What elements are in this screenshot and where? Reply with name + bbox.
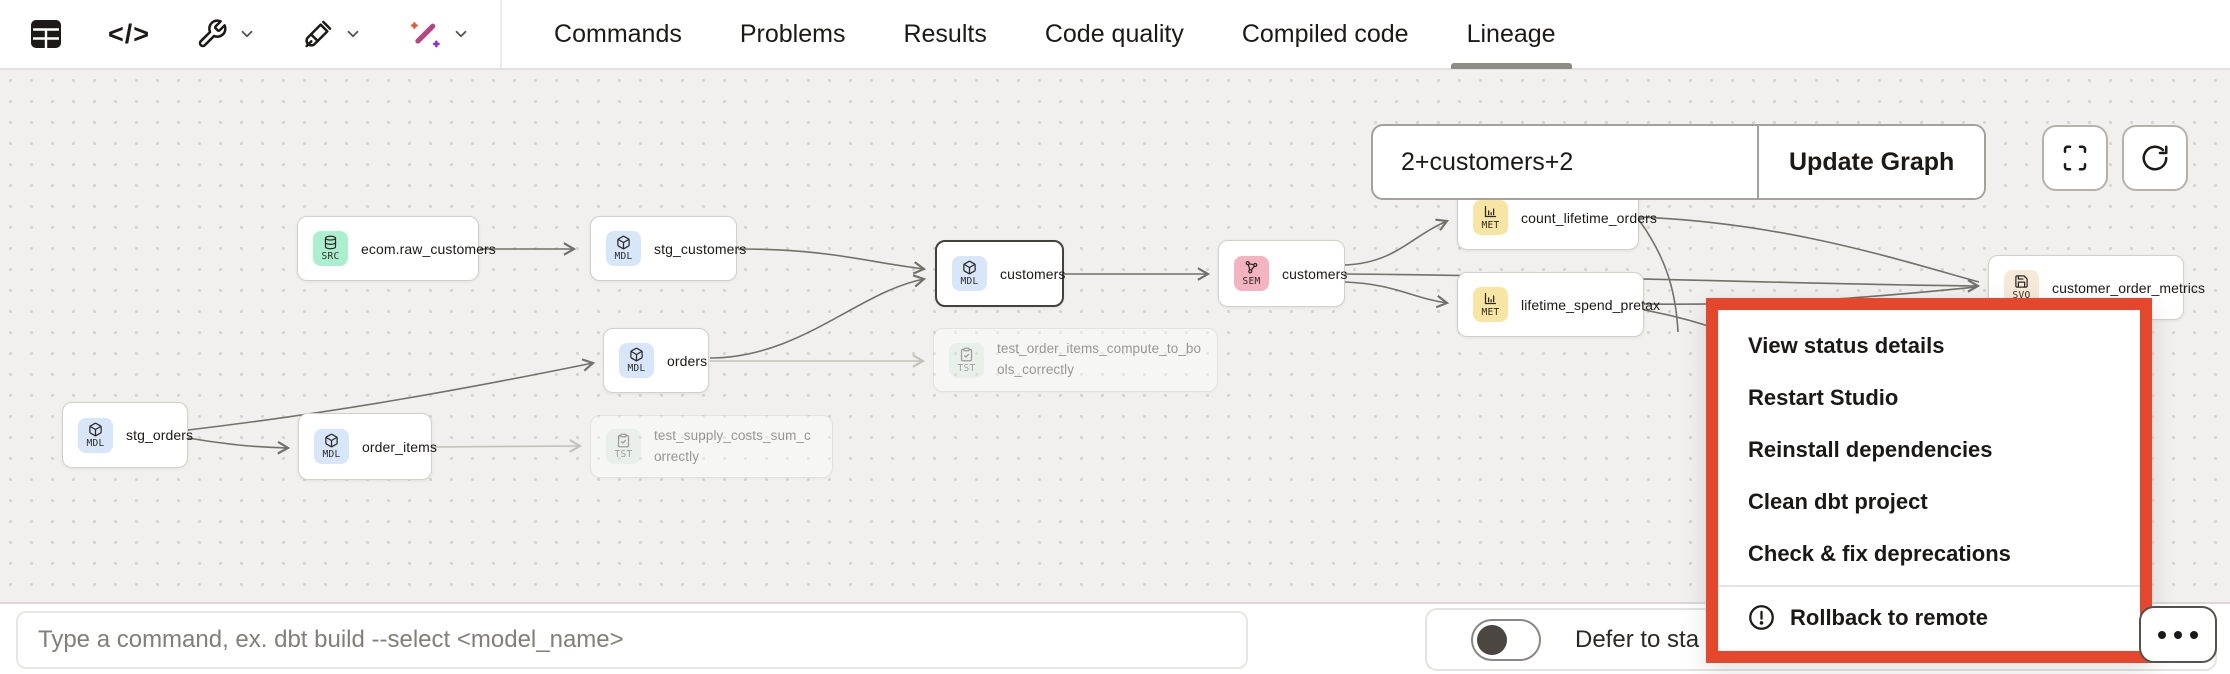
cube-icon (89, 422, 102, 436)
update-graph-button[interactable]: Update Graph (1757, 126, 1985, 198)
table-icon-glyph (31, 20, 61, 48)
lineage-node-customers-model[interactable]: MDL customers (935, 240, 1065, 307)
metric-badge: MET (1473, 200, 1508, 235)
lineage-node-customers-semantic[interactable]: SEM customers (1218, 240, 1347, 307)
test-badge: TST (949, 342, 984, 378)
defer-label: Defer to sta (1575, 625, 1700, 653)
tab-lineage[interactable]: Lineage (1450, 0, 1572, 69)
tab-code-quality[interactable]: Code quality (1045, 0, 1184, 69)
semantic-model-badge: SEM (1234, 256, 1269, 291)
source-badge: SRC (313, 231, 348, 266)
toolbar: </> (0, 0, 2230, 70)
build-tool-button[interactable] (196, 18, 256, 50)
save-icon (2015, 275, 2028, 288)
fullscreen-icon (2063, 145, 2087, 171)
database-icon (324, 235, 337, 250)
annotation-highlight-box: View status details Restart Studio Reins… (1706, 298, 2152, 663)
lineage-node-test-order-items-compute[interactable]: TST test_order_items_compute_to_bools_co… (933, 328, 1218, 392)
tab-compiled-code[interactable]: Compiled code (1242, 0, 1409, 69)
clean-tool-button[interactable] (302, 18, 362, 50)
test-badge: TST (606, 429, 641, 464)
model-badge: MDL (952, 256, 987, 291)
command-input-container (16, 611, 1248, 669)
cube-icon (617, 235, 630, 250)
tab-results[interactable]: Results (903, 0, 986, 69)
fullscreen-button[interactable] (2042, 125, 2108, 191)
menu-item-rollback-to-remote[interactable]: Rollback to remote (1718, 592, 2140, 644)
menu-item-view-status-details[interactable]: View status details (1748, 333, 1945, 358)
defer-toggle[interactable] (1471, 618, 1541, 661)
wrench-icon (198, 19, 227, 48)
ellipsis-icon (2158, 630, 2166, 639)
status-context-menu: View status details Restart Studio Reins… (1718, 310, 2140, 644)
bar-chart-icon (1484, 205, 1497, 218)
panel-tabs: Commands Problems Results Code quality C… (554, 0, 1572, 69)
refresh-button[interactable] (2122, 125, 2188, 191)
menu-divider (1718, 585, 2140, 587)
lineage-node-ecom-raw-customers[interactable]: SRC ecom.raw_customers (297, 216, 496, 281)
lineage-node-order-items[interactable]: MDL order_items (298, 413, 437, 480)
metric-badge: MET (1473, 287, 1508, 322)
selector-input[interactable] (1373, 126, 1757, 198)
cube-icon (325, 433, 338, 448)
model-badge: MDL (606, 231, 641, 266)
menu-item-clean-dbt-project[interactable]: Clean dbt project (1748, 489, 1928, 514)
broom-icon (305, 20, 332, 48)
menu-item-label: Rollback to remote (1790, 604, 1989, 630)
lineage-node-stg-orders[interactable]: MDL stg_orders (62, 402, 193, 468)
cube-icon (963, 260, 976, 275)
menu-item-restart-studio[interactable]: Restart Studio (1748, 385, 1899, 410)
lineage-node-orders[interactable]: MDL orders (603, 328, 709, 393)
semantic-graph-icon (1245, 260, 1258, 274)
chevron-down-icon (241, 30, 253, 38)
more-options-button[interactable] (2139, 606, 2217, 663)
lineage-node-stg-customers[interactable]: MDL stg_customers (590, 216, 746, 281)
cube-icon (630, 347, 643, 362)
command-input[interactable] (18, 626, 1246, 654)
tab-commands[interactable]: Commands (554, 0, 682, 69)
code-icon-glyph: </> (108, 18, 151, 49)
refresh-icon (2142, 145, 2168, 171)
alert-circle-icon (1749, 605, 1774, 630)
toolbar-divider (500, 0, 503, 68)
toolbar-icon-group: </> (30, 17, 470, 51)
menu-item-check-fix-deprecations[interactable]: Check & fix deprecations (1748, 541, 2011, 566)
tab-problems[interactable]: Problems (740, 0, 846, 69)
table-icon[interactable] (30, 19, 62, 49)
clipboard-check-icon (617, 433, 630, 448)
chevron-down-icon (455, 30, 467, 38)
model-badge: MDL (619, 343, 654, 378)
toggle-knob (1477, 624, 1507, 655)
lineage-edges (187, 216, 1981, 455)
chevron-down-icon (347, 30, 359, 38)
model-badge: MDL (314, 429, 349, 464)
ai-assist-button[interactable] (408, 17, 470, 51)
bar-chart-icon (1484, 292, 1497, 305)
model-badge: MDL (78, 417, 113, 453)
lineage-selector: Update Graph (1371, 124, 1987, 200)
lineage-node-lifetime-spend-pretax[interactable]: MET lifetime_spend_pretax (1457, 272, 1660, 337)
menu-item-reinstall-dependencies[interactable]: Reinstall dependencies (1748, 437, 1993, 462)
magic-wand-icon (411, 22, 440, 48)
clipboard-check-icon (960, 347, 973, 361)
code-icon[interactable]: </> (108, 19, 150, 50)
lineage-node-test-supply-costs-sum[interactable]: TST test_supply_costs_sum_correctly (590, 415, 833, 478)
